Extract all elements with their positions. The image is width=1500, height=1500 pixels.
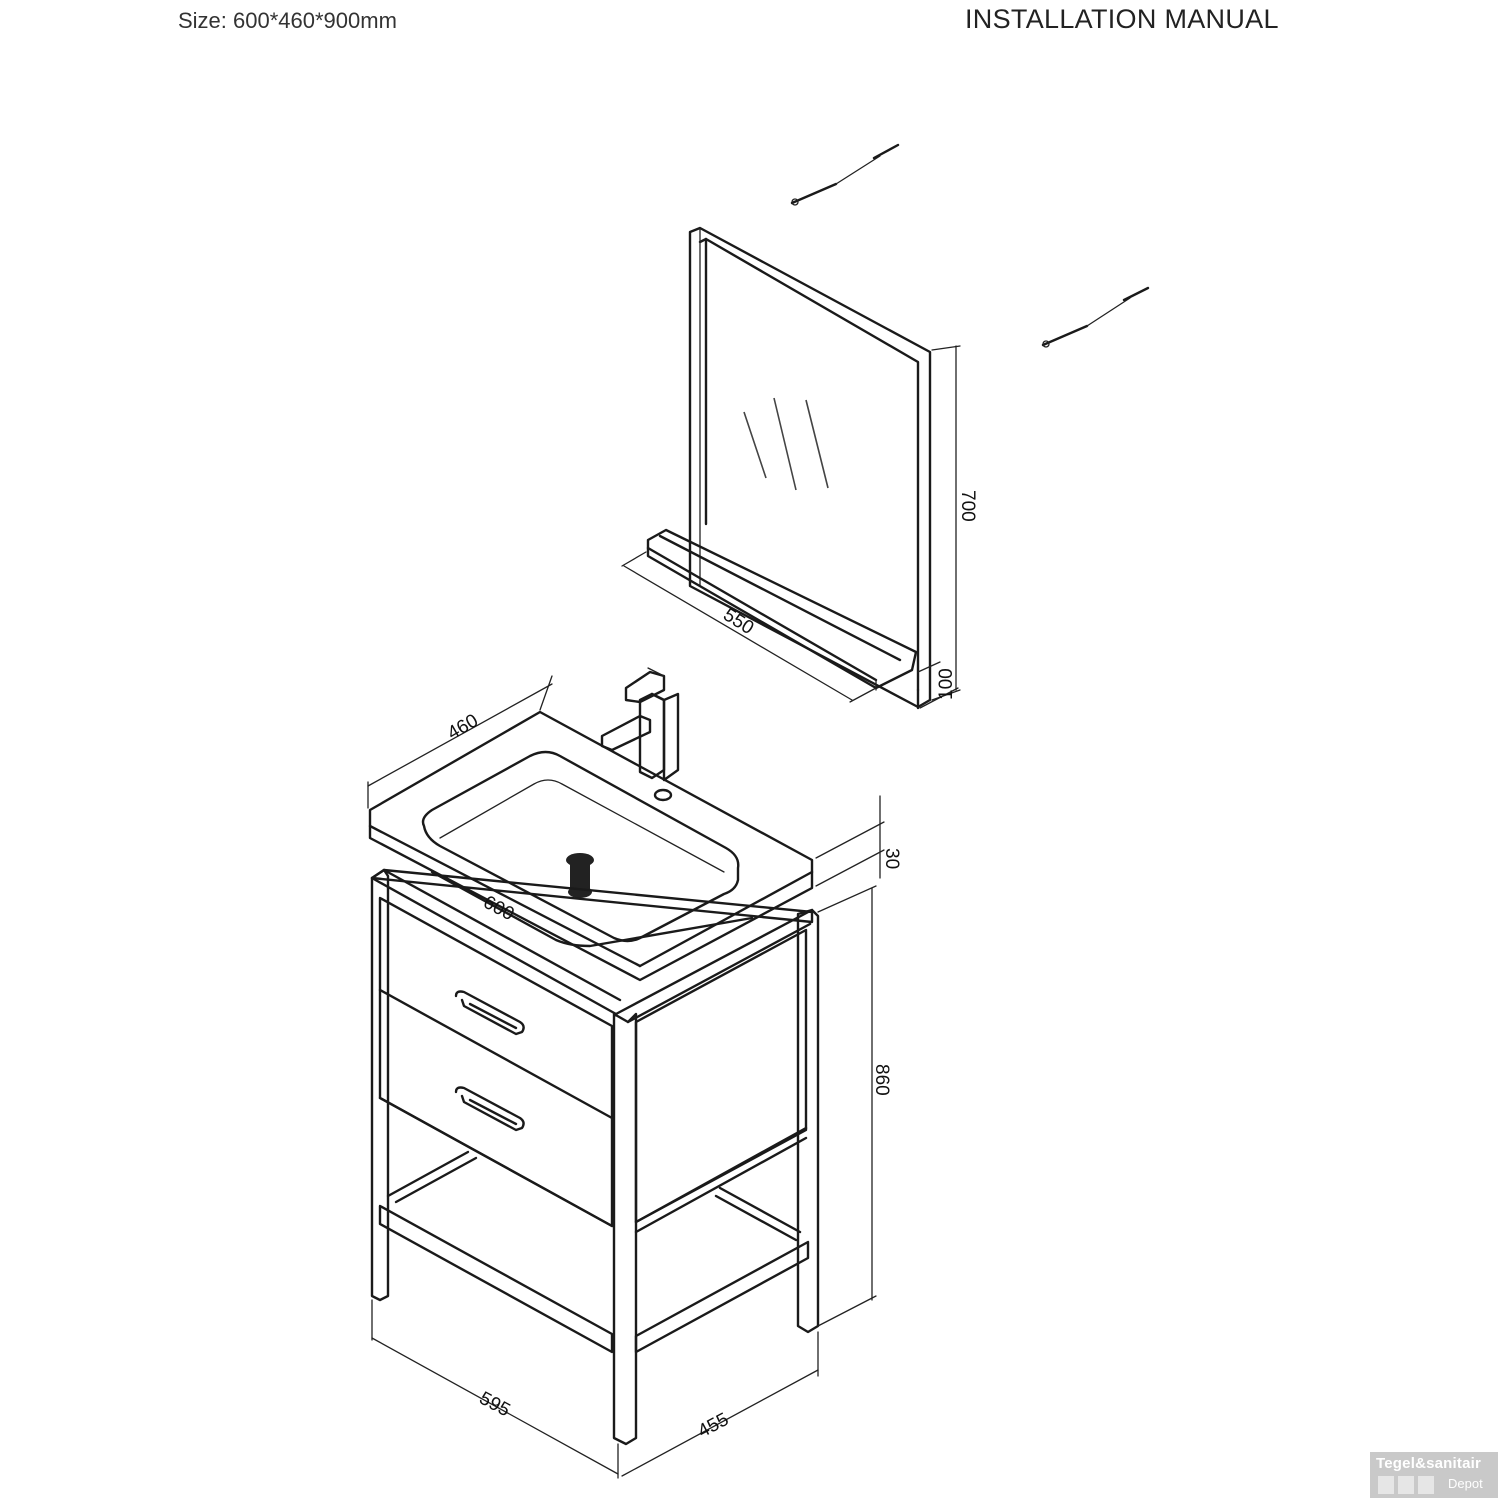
mirror-width-label: 550 [719,604,757,639]
cabinet-depth-dimension: 455 [621,1331,819,1477]
mirror-height-label: 700 [957,490,978,522]
wall-screw-lower [1041,286,1150,348]
drawer-handle-bottom [454,1086,525,1132]
basin-depth-dimension: 460 [367,675,553,809]
drop-icon [1378,1476,1394,1494]
mirror-shelf-depth-dimension: 100 [917,661,959,709]
size-label: Size: 600*460*900mm [178,8,397,33]
basin-top [368,710,814,982]
basin-depth-label: 460 [444,710,482,744]
cabinet-height-label: 860 [871,1064,892,1096]
watermark-logo: Tegel&sanitair Depot [1370,1452,1498,1498]
basin-width-label-group: 600 [480,892,518,925]
cabinet-width-dimension: 595 [371,1299,619,1479]
cabinet-height-dimension: 860 [817,885,892,1327]
cabinet-depth-label: 455 [694,1409,732,1442]
drawer-handle-top [454,990,525,1036]
mirror [646,226,932,710]
cabinet-width-label: 595 [476,1388,514,1421]
wall-screw-upper [790,143,900,206]
tile-icon [1418,1476,1434,1494]
basin-width-label: 600 [480,892,518,925]
watermark-line2: Depot [1448,1476,1483,1491]
mirror-shelf-depth-label: 100 [936,668,957,700]
tile-icon [1398,1476,1414,1494]
basin-thickness-label: 30 [881,848,902,869]
manual-title: INSTALLATION MANUAL [965,4,1279,34]
mirror-height-dimension: 700 [931,345,978,701]
watermark-line1: Tegel&sanitair [1376,1455,1482,1472]
basin-thickness-dimension: 30 [815,795,902,887]
